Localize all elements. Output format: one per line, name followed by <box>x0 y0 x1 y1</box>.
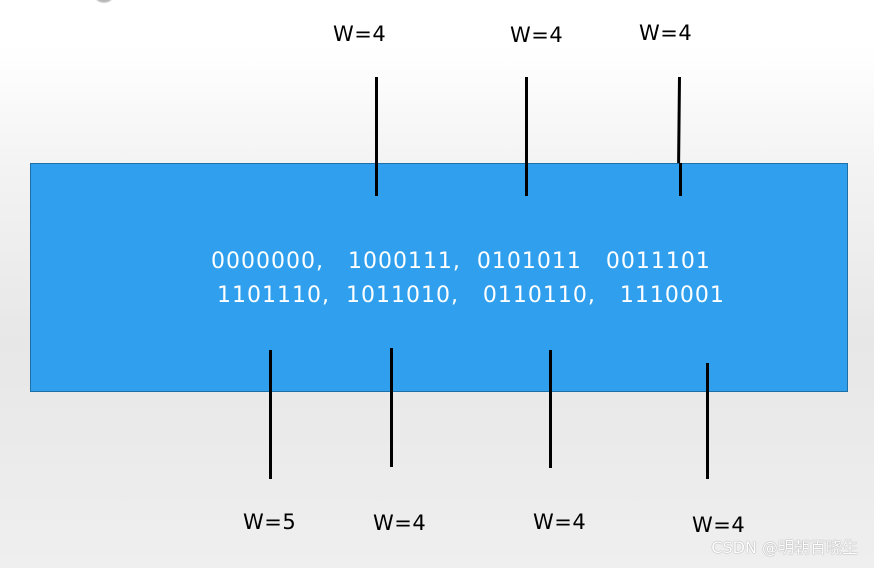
weight-label-bottom-1: W=5 <box>243 510 297 534</box>
weight-label-top-3: W=4 <box>639 21 693 45</box>
watermark: CSDN @明朝百晓生 <box>711 538 858 557</box>
weight-label-bottom-3: W=4 <box>533 510 587 534</box>
pointer-line-bottom-3 <box>549 350 552 468</box>
corner-decoration <box>92 0 116 4</box>
codeword-row-2: 1101110, 1011010, 0110110, 1110001 <box>217 283 725 308</box>
pointer-line-bottom-1 <box>269 350 272 479</box>
pointer-line-bottom-2 <box>390 348 393 467</box>
weight-label-top-2: W=4 <box>510 23 564 47</box>
pointer-line-top-1 <box>375 77 378 196</box>
codeword-block <box>30 163 848 392</box>
pointer-line-top-1-overlay <box>375 163 378 196</box>
weight-label-bottom-2: W=4 <box>373 511 427 535</box>
pointer-line-top-2 <box>525 77 528 196</box>
weight-label-bottom-4: W=4 <box>692 513 746 537</box>
pointer-line-bottom-4 <box>706 363 709 479</box>
pointer-line-top-3-overlay <box>679 163 682 196</box>
weight-label-top-1: W=4 <box>333 22 387 46</box>
codeword-row-1: 0000000, 1000111, 0101011 0011101 <box>211 249 711 274</box>
pointer-line-top-2-overlay <box>525 163 528 196</box>
